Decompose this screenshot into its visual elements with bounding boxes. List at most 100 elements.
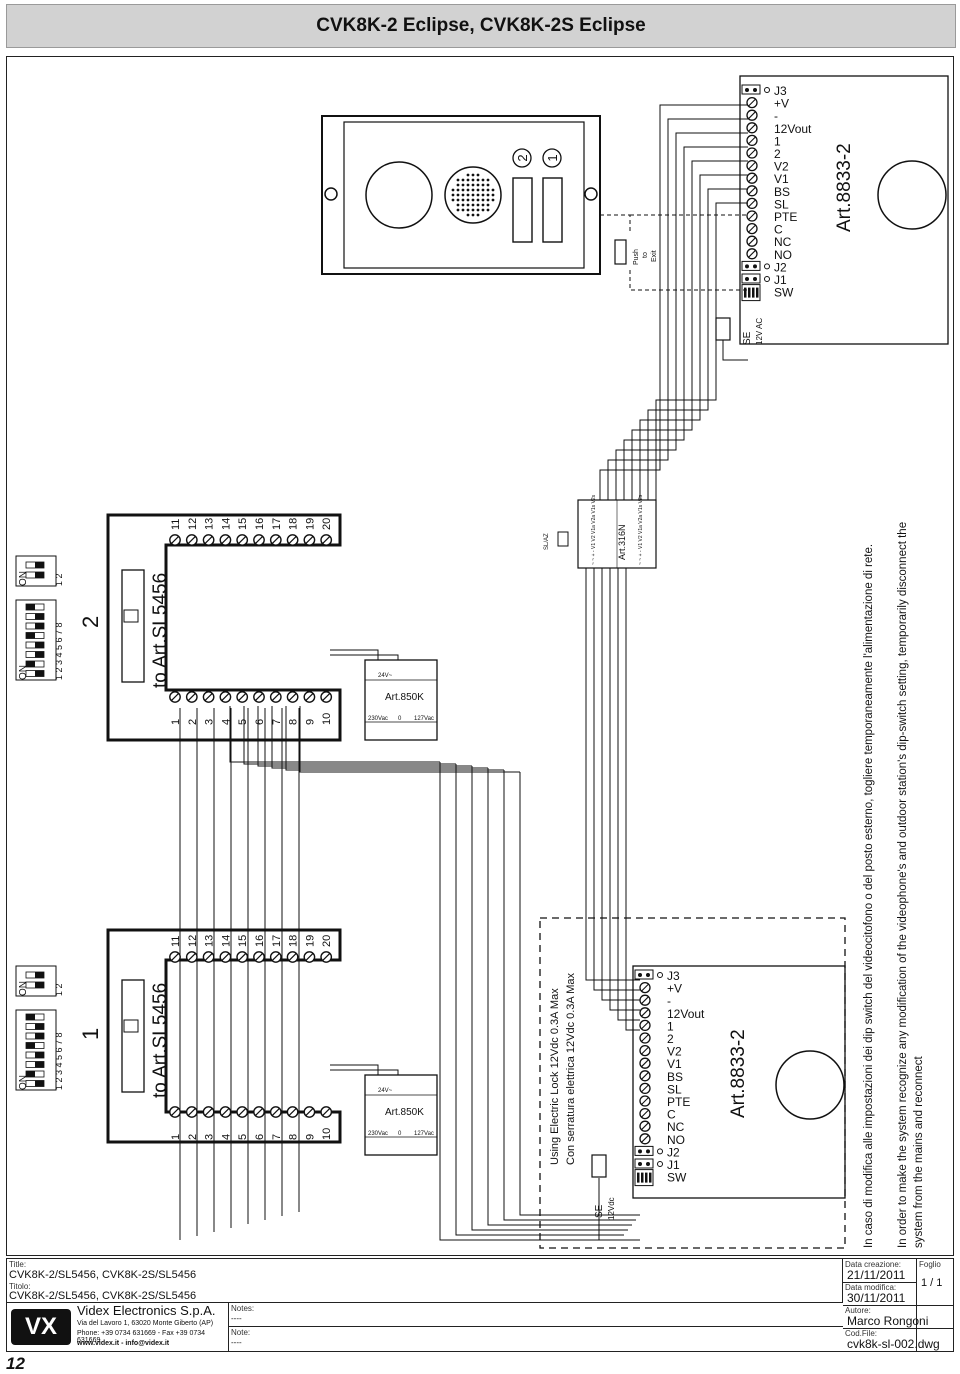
- monitor-right-label-12: NC: [774, 235, 792, 249]
- module-1-a-label-5: 5: [237, 1134, 249, 1140]
- psu-left-vin: 230Vac: [368, 1131, 388, 1137]
- module-1-b-label-18: 18: [288, 935, 300, 947]
- sheet-label: Foglio: [919, 1260, 941, 1269]
- dip8-digits: 1 2 3 4 5 6 7 8: [54, 622, 64, 680]
- module-2-a-label-4: 4: [220, 719, 232, 725]
- psu-right-vout: 24V~: [378, 673, 393, 679]
- module-1-b-label-17: 17: [271, 935, 283, 947]
- speaker-grille: [451, 173, 495, 217]
- note-italian: In caso di modifica alle impostazioni de…: [863, 544, 875, 1248]
- monitor-right-jumper-J2: [741, 260, 761, 271]
- module-1-b-label-12: 12: [187, 935, 199, 947]
- notes-label: Notes:: [231, 1304, 255, 1313]
- monitor-left-label-11: C: [667, 1108, 676, 1122]
- monitor-left-label-9: SL: [667, 1082, 682, 1096]
- monitor-right-label-0: J3: [774, 84, 787, 98]
- psu-right-model: Art.850K: [385, 692, 424, 703]
- module-1-b-label-15: 15: [237, 935, 249, 947]
- psu-left-model: Art.850K: [385, 1107, 424, 1118]
- company-address: Via del Lavoro 1, 63020 Monte Giberto (A…: [77, 1320, 214, 1327]
- monitor-left-label-10: PTE: [667, 1095, 690, 1109]
- exit-label-3: Exit: [651, 250, 658, 262]
- monitor-right-label-10: PTE: [774, 210, 797, 224]
- dip8-on-label: ON: [18, 1075, 29, 1090]
- sheet-cell: Foglio 1 / 1: [917, 1259, 953, 1305]
- created-value: 21/11/2011: [847, 1268, 906, 1282]
- dip2-body: [15, 965, 57, 997]
- psu-right-valt: 127Vac: [414, 716, 434, 722]
- module-2-a-label-10: 10: [321, 713, 333, 725]
- module-1-a-label-2: 2: [187, 1134, 199, 1140]
- psu-left-valt: 127Vac: [414, 1131, 434, 1137]
- button-label-2: 2: [515, 154, 530, 161]
- outdoor-station: 2 1: [321, 115, 601, 275]
- module-2-target: to Art.SL5456: [150, 573, 171, 688]
- monitor-right-label-11: C: [774, 223, 783, 237]
- module-1-number: 1: [78, 1028, 103, 1040]
- monitor-left-label-2: -: [667, 994, 671, 1008]
- page-number: 12: [6, 1354, 25, 1373]
- call-button-1: [542, 177, 563, 243]
- monitor-right-label-3: 12Vout: [774, 122, 812, 136]
- monitor-left-label-3: 12Vout: [667, 1007, 705, 1021]
- drawing-frame: [6, 56, 954, 1256]
- module-1-a-label-3: 3: [204, 1134, 216, 1140]
- module-2-b-label-16: 16: [254, 518, 266, 530]
- module-2-b-label-20: 20: [321, 518, 333, 530]
- module-2-b-label-18: 18: [288, 518, 300, 530]
- monitor-left-label-4: 1: [667, 1019, 674, 1033]
- module-2-a-label-2: 2: [187, 719, 199, 725]
- psu-right-zero: 0: [398, 716, 402, 722]
- module-1-a-label-8: 8: [288, 1134, 300, 1140]
- videx-logo: VX: [11, 1309, 71, 1345]
- monitor-left-label-1: +V: [667, 982, 682, 996]
- file-value: cvk8k-sl-002.dwg: [847, 1337, 940, 1351]
- module-2-b-label-17: 17: [271, 518, 283, 530]
- module-2-number: 2: [78, 616, 103, 628]
- module-1-a-label-9: 9: [304, 1134, 316, 1140]
- author-label: Autore:: [845, 1306, 871, 1315]
- monitor-left-label-15: J1: [667, 1158, 680, 1172]
- dip2-digits: 1 2: [54, 983, 64, 996]
- exit-label-2: to: [642, 252, 649, 258]
- monitor-right-label-7: V1: [774, 172, 789, 186]
- monitor-right-dip-sw: [741, 284, 761, 302]
- monitor-right-label-2: -: [774, 109, 778, 123]
- company-name: Videx Electronics S.p.A.: [77, 1303, 216, 1318]
- monitor-left-label-14: J2: [667, 1145, 680, 1159]
- module-1-b-label-16: 16: [254, 935, 266, 947]
- company-web: www.videx.it - info@videx.it: [77, 1340, 170, 1347]
- relay-art316n: Art.316N ~ ~ + - V1 V2 V1a V2a V1s V2s ~…: [544, 494, 657, 569]
- module-2-b-label-19: 19: [304, 518, 316, 530]
- titolo-label: Titolo:: [9, 1282, 31, 1291]
- relay-lock-label: SL/AZ: [544, 533, 550, 550]
- lock-note-it: Con serratura elettrica 12Vdc 0.3A Max: [565, 973, 577, 1165]
- module-2-a-label-8: 8: [288, 719, 300, 725]
- lock-note-en: Using Electric Lock 12Vdc 0.3A Max: [549, 988, 561, 1165]
- module-1-target: to Art.SL5456: [150, 983, 171, 1098]
- monitor-right-label-13: NO: [774, 248, 792, 262]
- monitor-left-jumper-J3: [634, 969, 654, 980]
- monitor-right-label-9: SL: [774, 197, 789, 211]
- monitor-left-jumper-J1: [634, 1158, 654, 1169]
- module-1-b-label-11: 11: [170, 936, 182, 947]
- monitor-right-label-1: +V: [774, 97, 789, 111]
- company-cell: VX Videx Electronics S.p.A. Via del Lavo…: [7, 1303, 229, 1351]
- psu-left-vout: 24V~: [378, 1088, 393, 1094]
- module-1-b-label-13: 13: [204, 935, 216, 947]
- monitor-left-label-13: NO: [667, 1133, 685, 1147]
- psu-left-zero: 0: [398, 1131, 402, 1137]
- module-2-a-label-1: 1: [170, 719, 182, 725]
- module-2-a-label-6: 6: [254, 719, 266, 725]
- monitor-right-label-4: 1: [774, 134, 781, 148]
- monitor-left-model: Art.8833-2: [728, 1029, 749, 1118]
- page-title: CVK8K-2 Eclipse, CVK8K-2S Eclipse: [316, 15, 646, 36]
- monitor-right-jumper-J3: [741, 84, 761, 95]
